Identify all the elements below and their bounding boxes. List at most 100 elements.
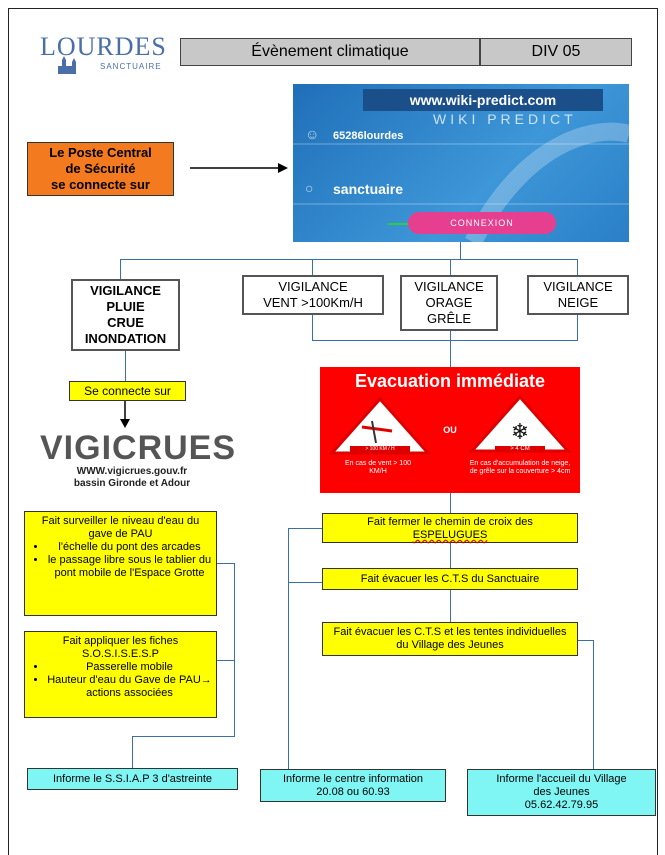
vigilance-vent-l1: VIGILANCE	[278, 279, 348, 294]
vigilance-pluie-l3: CRUE	[107, 315, 144, 330]
evacuation-title: Evacuation immédiate	[354, 371, 546, 391]
sosisesp-list: Passerelle mobile Hauteur d'eau du Gave …	[29, 661, 212, 700]
vigilance-neige-l2: NEIGE	[557, 295, 599, 310]
pcs-box: Le Poste Central de Sécurité se connecte…	[27, 142, 174, 196]
inform-ssiap-text: Informe le S.S.I.A.P 3 d'astreinte	[52, 773, 213, 785]
snow-caption: En cas d'accumulation de neige, de grêle…	[469, 460, 571, 475]
connector	[450, 543, 451, 568]
pcs-line-3: se connecte sur	[51, 177, 150, 192]
vigilance-neige-l1: VIGILANCE	[543, 279, 613, 294]
connector	[312, 259, 313, 275]
lock-icon: ○	[305, 180, 314, 196]
connector	[577, 259, 578, 275]
wiki-brand: WIKI PREDICT	[433, 111, 577, 127]
action-1-line2: ESPELUGUES	[412, 529, 488, 541]
vigilance-orage-l3: GRÊLE	[426, 311, 472, 326]
connector	[450, 493, 451, 513]
wiki-swoosh	[293, 122, 629, 242]
surveillance-list: l'échelle du pont des arcades le passage…	[29, 541, 212, 580]
action-3-text: Fait évacuer les C.T.S et les tentes ind…	[333, 626, 567, 651]
inform-village: Informe l'accueil du Village des Jeunes …	[467, 769, 656, 816]
header-code-text: DIV 05	[531, 43, 581, 60]
connector	[234, 563, 235, 737]
surveillance-item-2: le passage libre sous le tablier du pont…	[47, 554, 212, 580]
connexion-button[interactable]: CONNEXION	[408, 212, 556, 234]
surveillance-intro: Fait surveiller le niveau d'eau du gave …	[41, 515, 200, 540]
header-title-text: Évènement climatique	[251, 43, 409, 60]
connexion-button-label: CONNEXION	[450, 218, 514, 228]
vigicrues-logo-text: VIGICRUES	[40, 429, 237, 467]
evacuation-panel: Evacuation immédiate > 100 KM / H OU ❄ >…	[320, 367, 580, 493]
vigilance-orage: VIGILANCE ORAGE GRÊLE	[400, 275, 498, 331]
user-icon: ☺	[305, 126, 320, 142]
inform-centre-l2: 20.08 ou 60.93	[316, 785, 390, 798]
basilica-icon	[58, 56, 76, 74]
connector	[312, 315, 313, 341]
connector	[450, 590, 451, 622]
surveillance-item-1: l'échelle du pont des arcades	[47, 541, 212, 554]
connector	[450, 259, 451, 275]
connector	[132, 736, 235, 737]
action-evacuer-village: Fait évacuer les C.T.S et les tentes ind…	[322, 622, 578, 656]
inform-village-l2: des Jeunes	[533, 786, 590, 798]
wiki-url[interactable]: www.wiki-predict.com	[363, 89, 603, 111]
connector	[120, 259, 121, 279]
or-label: OU	[443, 425, 457, 435]
inform-centre: Informe le centre information 20.08 ou 6…	[260, 769, 446, 802]
logo-main-text: LOURDES	[40, 32, 167, 61]
vigilance-neige: VIGILANCE NEIGE	[527, 275, 629, 315]
connector	[120, 259, 578, 260]
connector	[578, 640, 594, 641]
connector	[132, 736, 133, 768]
inform-ssiap: Informe le S.S.I.A.P 3 d'astreinte	[27, 768, 238, 790]
connector	[450, 331, 451, 367]
header-title: Évènement climatique	[180, 38, 480, 66]
sosisesp-item-1: Passerelle mobile	[47, 661, 212, 674]
logo-sub-text: SANCTUAIRE	[100, 62, 162, 71]
arrow-to-wiki	[190, 163, 288, 173]
arrow-to-vigicrues	[120, 401, 130, 428]
vigilance-pluie-l2: PLUIE	[106, 299, 145, 314]
connector	[217, 660, 235, 661]
action-1-line1: Fait fermer le chemin de croix des	[367, 516, 533, 528]
connector	[125, 351, 126, 381]
se-connecte-text: Se connecte sur	[84, 384, 171, 398]
header-code: DIV 05	[480, 38, 632, 66]
vigicrues-basin: bassin Gironde et Adour	[73, 478, 191, 489]
snow-sign-text: > 4 CM	[495, 446, 545, 452]
sosisesp-box: Fait appliquer les fiches S.O.S.I.S.E.S.…	[24, 631, 217, 718]
connector	[217, 563, 235, 564]
vigicrues-logo: VIGICRUES	[40, 430, 235, 466]
sosisesp-intro: Fait appliquer les fiches S.O.S.I.S.E.S.…	[62, 635, 179, 660]
vigilance-pluie: VIGILANCE PLUIE CRUE INONDATION	[71, 279, 180, 351]
action-evacuer-sanctuaire: Fait évacuer les C.T.S du Sanctuaire	[322, 568, 578, 590]
vigilance-orage-l1: VIGILANCE	[414, 279, 484, 294]
wind-sign-text: > 100 KM / H	[350, 446, 410, 452]
connector	[577, 315, 578, 341]
vigilance-pluie-l4: INONDATION	[84, 331, 167, 346]
connector	[460, 242, 461, 260]
inform-village-l1: Informe l'accueil du Village	[496, 773, 627, 785]
connector	[312, 340, 578, 341]
vigilance-pluie-l1: VIGILANCE	[90, 283, 161, 298]
svg-text:❄: ❄	[511, 420, 529, 445]
lourdes-logo: LOURDES SANCTUAIRE	[40, 32, 167, 74]
wiki-user[interactable]: 65286lourdes	[333, 130, 404, 142]
connector	[593, 640, 594, 769]
vigilance-vent-l2: VENT >100Km/H	[263, 295, 363, 310]
wiki-predict-panel: www.wiki-predict.com WIKI PREDICT ☺ 6528…	[293, 84, 629, 242]
action-2-text: Fait évacuer les C.T.S du Sanctuaire	[360, 573, 540, 585]
wind-warning-icon	[328, 396, 432, 455]
wiki-password[interactable]: sanctuaire	[333, 181, 404, 197]
vigilance-orage-l2: ORAGE	[425, 295, 473, 310]
connector	[288, 582, 322, 583]
action-chemin-croix: Fait fermer le chemin de croix des ESPEL…	[322, 513, 578, 543]
wind-caption: En cas de vent > 100 KM/H	[345, 460, 411, 475]
vigicrues-url[interactable]: WWW.vigicrues.gouv.fr	[76, 466, 188, 477]
connector	[288, 528, 322, 529]
sosisesp-item-2: Hauteur d'eau du Gave de PAU→ actions as…	[47, 674, 212, 700]
se-connecte-box: Se connecte sur	[69, 381, 186, 401]
connector	[288, 528, 289, 769]
inform-centre-l1: Informe le centre information	[282, 772, 423, 785]
pcs-line-2: de Sécurité	[65, 161, 136, 176]
